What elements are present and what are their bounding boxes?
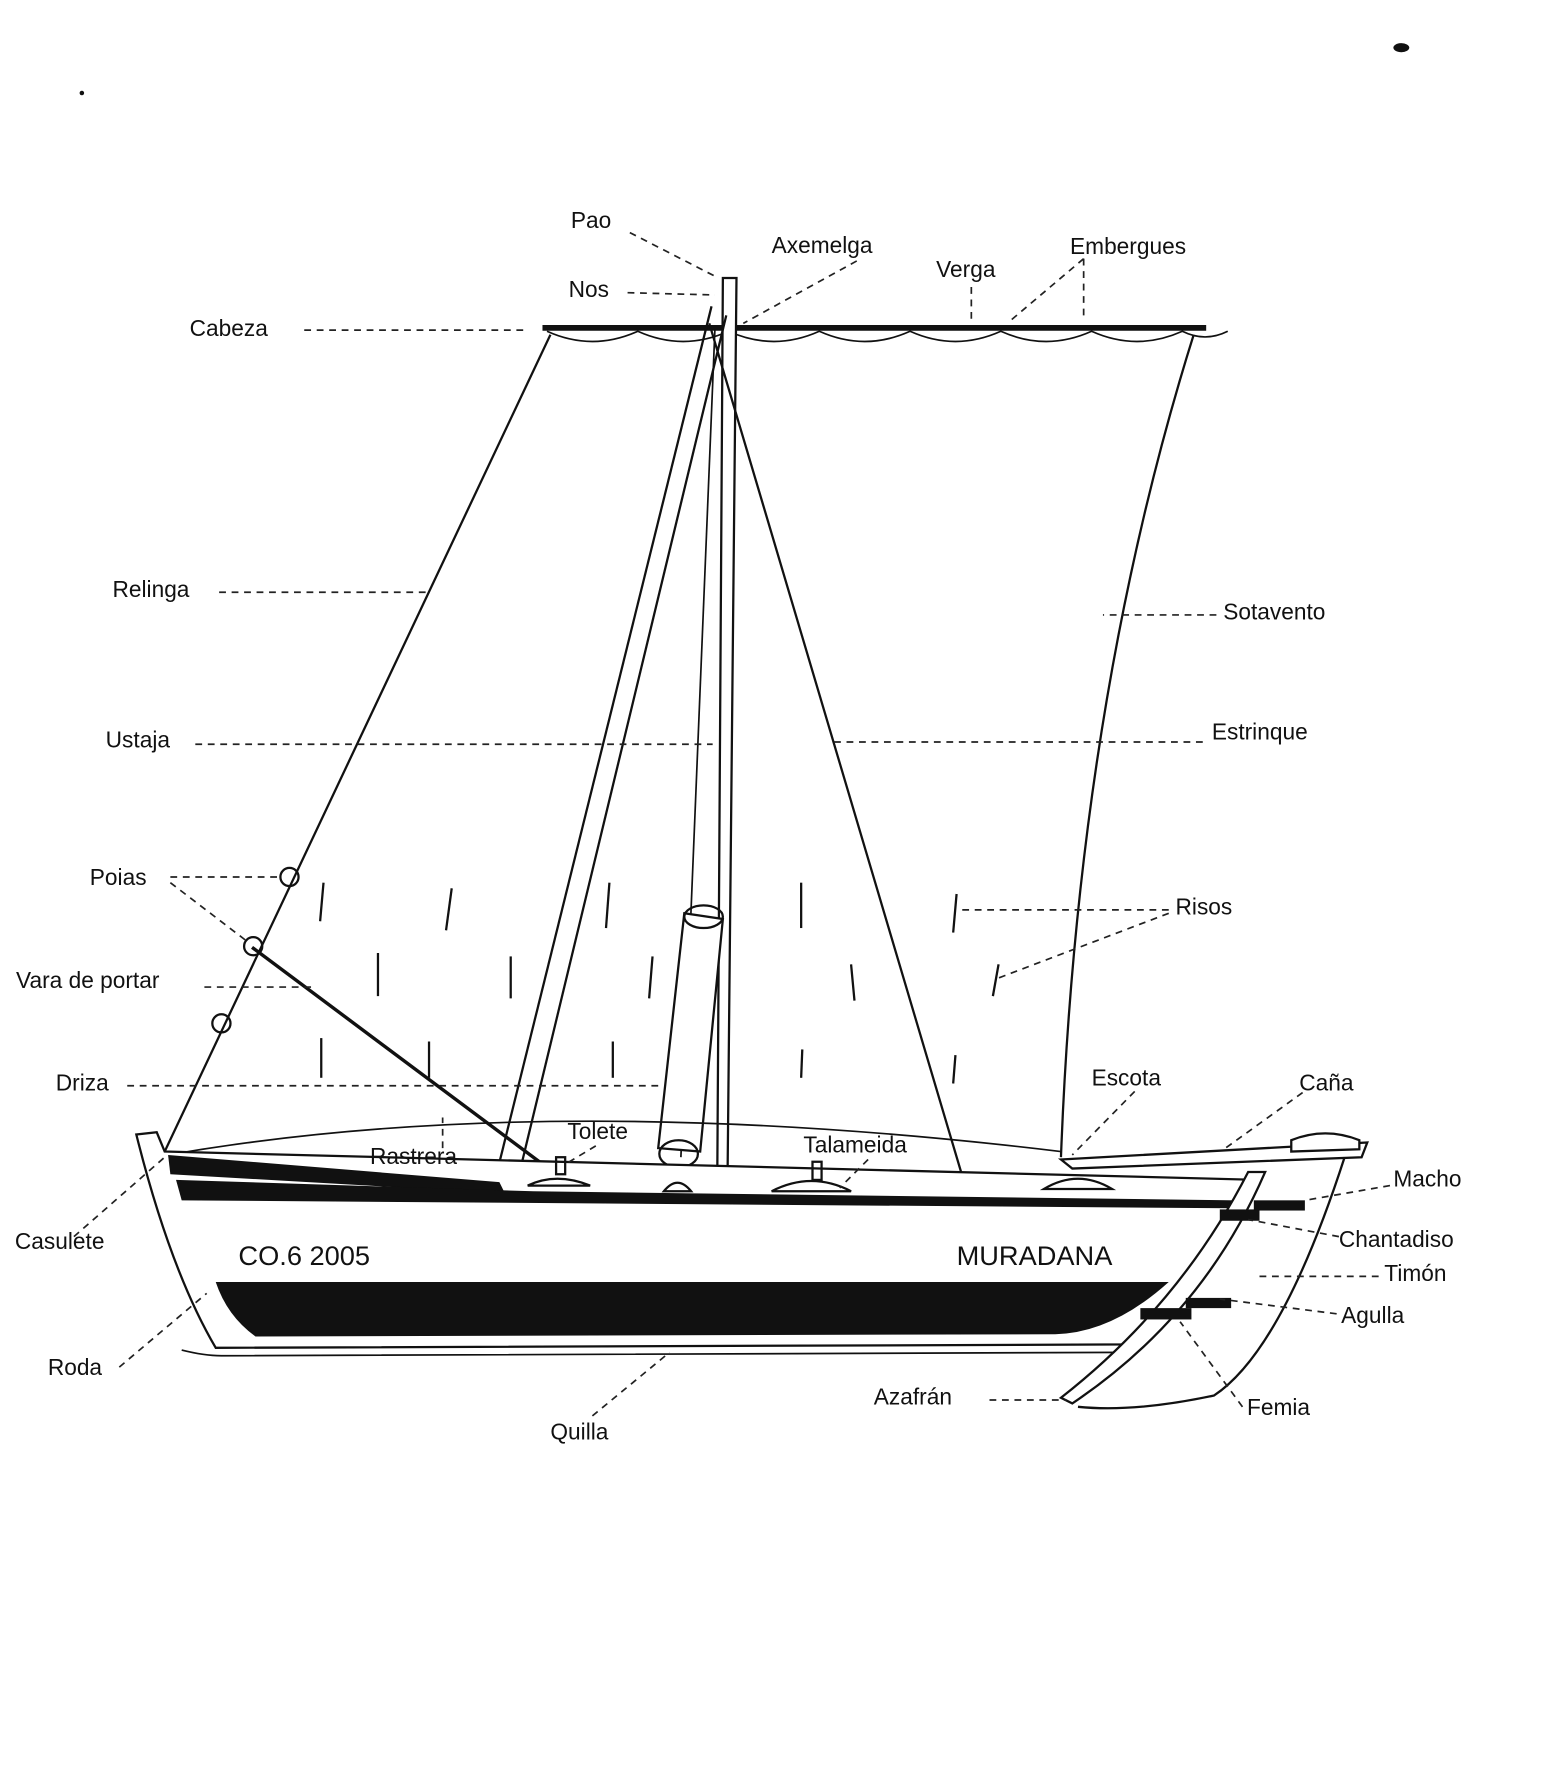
label-escota: Escota: [1092, 1065, 1162, 1091]
rudder: [1057, 1132, 1369, 1410]
label-tolete: Tolete: [567, 1118, 628, 1144]
carrying-pole: [251, 945, 558, 1176]
label-verga: Verga: [936, 256, 996, 282]
label-cana: Caña: [1299, 1069, 1354, 1095]
label-macho: Macho: [1393, 1166, 1461, 1192]
rastrera-line: [167, 1120, 1062, 1156]
label-sotavento: Sotavento: [1223, 598, 1325, 624]
label-ustaja: Ustaja: [106, 727, 171, 753]
buoy: [242, 935, 264, 957]
hull: CO.6 2005 MURADANA: [134, 1131, 1262, 1357]
leader-lines: [73, 231, 1391, 1417]
label-casulete: Casulete: [15, 1228, 105, 1254]
label-axemelga: Axemelga: [772, 232, 873, 258]
label-agulla: Agulla: [1341, 1302, 1404, 1328]
label-timon: Timón: [1384, 1260, 1446, 1286]
label-azafran: Azafrán: [874, 1384, 952, 1410]
boat-name: MURADANA: [957, 1240, 1114, 1271]
label-embergues: Embergues: [1070, 233, 1186, 259]
reef-points: [318, 882, 1000, 1084]
label-chantadiso: Chantadiso: [1339, 1226, 1454, 1252]
buoy: [211, 1013, 232, 1034]
sail-luff: [163, 334, 552, 1153]
label-vara-de-portar: Vara de portar: [16, 967, 160, 993]
label-estrinque: Estrinque: [1212, 719, 1308, 745]
label-poias: Poias: [90, 864, 147, 890]
label-roda: Roda: [48, 1354, 103, 1380]
sail-leech: [1059, 334, 1195, 1158]
mast: [492, 276, 968, 1193]
yard: [542, 325, 1229, 343]
label-rastrera: Rastrera: [370, 1143, 457, 1169]
halyard-block: [656, 904, 725, 1169]
label-cabeza: Cabeza: [190, 315, 269, 341]
buoy: [279, 866, 300, 888]
label-femia: Femia: [1247, 1394, 1310, 1420]
label-driza: Driza: [56, 1069, 109, 1095]
label-pao: Pao: [571, 207, 611, 233]
label-quilla: Quilla: [550, 1419, 608, 1445]
scan-speck: [1393, 43, 1410, 53]
label-relinga: Relinga: [112, 576, 189, 602]
scan-speck: [79, 90, 85, 96]
label-risos: Risos: [1176, 893, 1233, 919]
label-nos: Nos: [569, 276, 609, 302]
label-talameida: Talameida: [803, 1132, 907, 1158]
boat-registration: CO.6 2005: [238, 1240, 370, 1271]
part-labels: Pao Axemelga Verga Embergues Nos Cabeza …: [15, 207, 1462, 1445]
